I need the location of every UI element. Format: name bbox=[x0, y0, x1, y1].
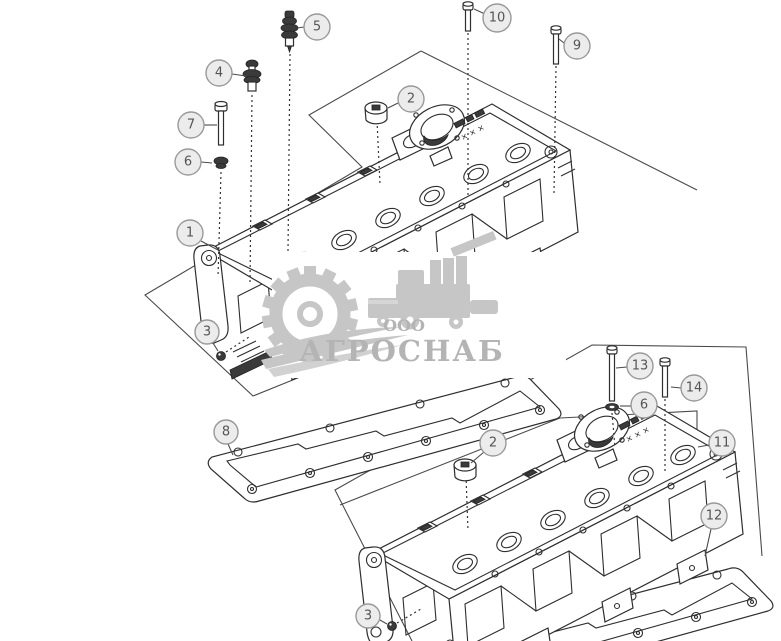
callout-4[interactable]: 4 bbox=[205, 59, 247, 87]
callout-2b[interactable]: 2 bbox=[470, 429, 507, 464]
leaf-swoosh bbox=[261, 327, 408, 377]
svg-text:3: 3 bbox=[364, 609, 372, 624]
plug-2-part bbox=[364, 101, 388, 125]
bolt-14-part bbox=[659, 357, 671, 398]
ball-3-part bbox=[216, 351, 226, 361]
callout-5[interactable]: 5 bbox=[296, 13, 331, 41]
watermark: ООО АГРОСНАБ bbox=[261, 231, 566, 378]
assembly-dotted-lines bbox=[217, 33, 666, 624]
svg-text:1: 1 bbox=[186, 226, 194, 241]
svg-text:4: 4 bbox=[215, 66, 223, 81]
svg-text:11: 11 bbox=[714, 436, 731, 451]
sensor-5-part bbox=[280, 10, 299, 54]
callout-10[interactable]: 10 bbox=[473, 3, 512, 33]
fitting-4-part bbox=[242, 59, 262, 92]
svg-text:14: 14 bbox=[686, 381, 703, 396]
callout-3[interactable]: 3 bbox=[194, 319, 220, 352]
plug-2b-part bbox=[453, 458, 477, 482]
svg-text:8: 8 bbox=[222, 425, 230, 440]
callout-8[interactable]: 8 bbox=[213, 419, 239, 456]
washer-6b-part bbox=[605, 403, 619, 411]
svg-text:12: 12 bbox=[706, 509, 723, 524]
svg-text:3: 3 bbox=[203, 325, 211, 340]
callout-2[interactable]: 2 bbox=[387, 85, 425, 113]
svg-text:2: 2 bbox=[407, 92, 415, 107]
bolt-13-part bbox=[606, 345, 618, 402]
callout-14[interactable]: 14 bbox=[670, 374, 708, 402]
callout-1[interactable]: 1 bbox=[176, 219, 219, 251]
nut-6-part bbox=[213, 156, 229, 169]
callout-7[interactable]: 7 bbox=[177, 111, 217, 139]
callout-12[interactable]: 12 bbox=[700, 502, 728, 557]
harvester-logo bbox=[368, 231, 498, 330]
bolt-9-part bbox=[550, 25, 562, 65]
svg-text:5: 5 bbox=[313, 20, 321, 35]
bolt-7-part bbox=[214, 100, 228, 146]
svg-text:10: 10 bbox=[489, 11, 506, 26]
callout-6b[interactable]: 6 bbox=[620, 391, 658, 419]
bolt-10-part bbox=[462, 1, 474, 32]
ball-3b-part bbox=[387, 621, 397, 631]
svg-text:13: 13 bbox=[632, 359, 649, 374]
callout-6[interactable]: 6 bbox=[174, 148, 213, 176]
callout-3b[interactable]: 3 bbox=[355, 603, 388, 629]
callout-11[interactable]: 11 bbox=[697, 429, 736, 457]
callout-9[interactable]: 9 bbox=[558, 32, 591, 60]
svg-text:6: 6 bbox=[184, 155, 192, 170]
watermark-title: АГРОСНАБ bbox=[299, 334, 505, 368]
watermark-prefix: ООО bbox=[383, 316, 425, 335]
svg-text:6: 6 bbox=[640, 398, 648, 413]
svg-text:7: 7 bbox=[187, 118, 195, 133]
svg-text:2: 2 bbox=[489, 436, 497, 451]
callout-13[interactable]: 13 bbox=[615, 352, 654, 380]
svg-text:9: 9 bbox=[573, 39, 581, 54]
gear-logo bbox=[261, 266, 359, 363]
